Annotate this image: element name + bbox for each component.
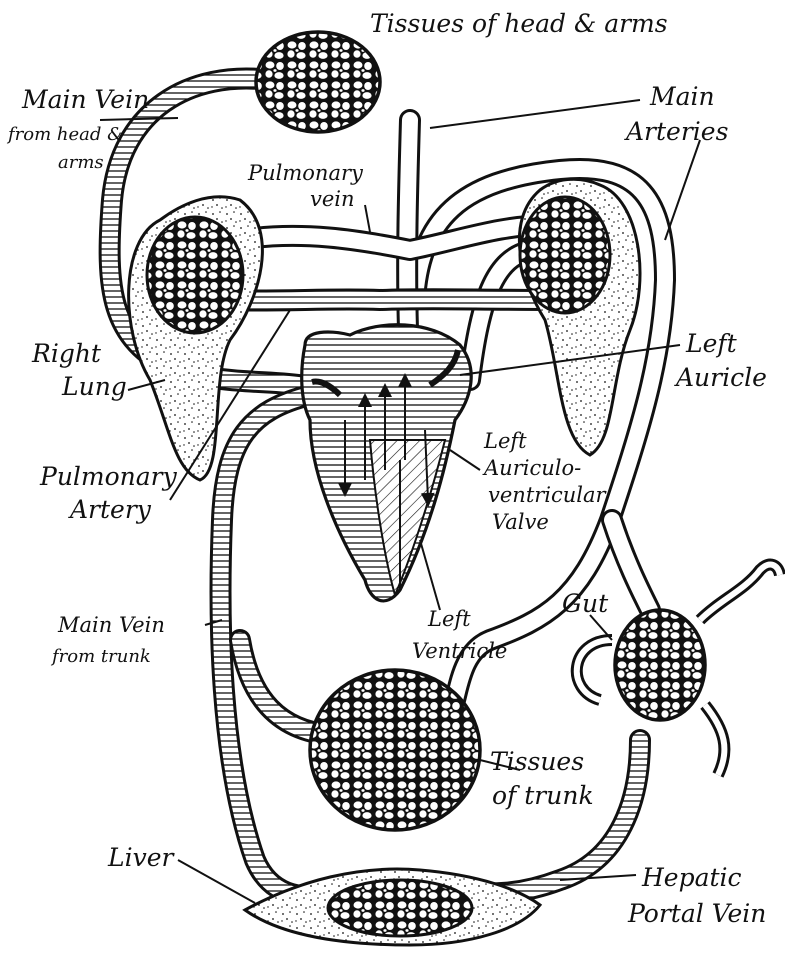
label-main-vein-head: Main Vein [21,85,149,114]
label-main-arteries-line2: Arteries [624,117,728,146]
label-pulmonary-vein-line2: vein [310,187,355,211]
label-main-vein-head-line2: from head & [6,124,123,145]
label-left-av-valve-line4: Valve [492,510,549,534]
label-gut: Gut [562,589,609,618]
label-tissues-trunk: Tissues [490,747,584,776]
label-tissues-trunk-line2: of trunk [492,781,594,810]
label-pulmonary-artery-line2: Artery [68,495,152,524]
label-hepatic-portal-vein: Hepatic [641,863,742,892]
label-liver: Liver [107,843,176,872]
label-main-vein-trunk-line2: from trunk [50,646,151,667]
label-right-lung-line2: Lung [61,372,127,401]
label-hepatic-portal-vein-line2: Portal Vein [627,899,766,928]
tissues-head-arms [256,32,380,132]
label-left-auricle: Left [685,329,738,358]
label-main-arteries: Main [649,82,715,111]
tissues-trunk [310,670,480,830]
left-lung [519,179,640,455]
label-left-auricle-line2: Auricle [674,363,767,392]
label-left-av-valve: Left [483,429,527,453]
heart [302,325,471,601]
label-pulmonary-artery: Pulmonary [39,462,178,491]
label-main-vein-head-line3: arms [58,152,104,173]
label-left-ventricle-line2: Ventricle [412,639,507,663]
label-main-vein-trunk: Main Vein [57,613,165,637]
label-left-av-valve-line3: ventricular [488,483,608,507]
label-left-av-valve-line2: Auriculo- [482,456,581,480]
label-left-ventricle: Left [427,607,471,631]
label-pulmonary-vein: Pulmonary [247,161,364,185]
liver [245,869,540,945]
label-right-lung: Right [31,339,102,368]
label-tissues-head-arms: Tissues of head & arms [370,9,668,38]
